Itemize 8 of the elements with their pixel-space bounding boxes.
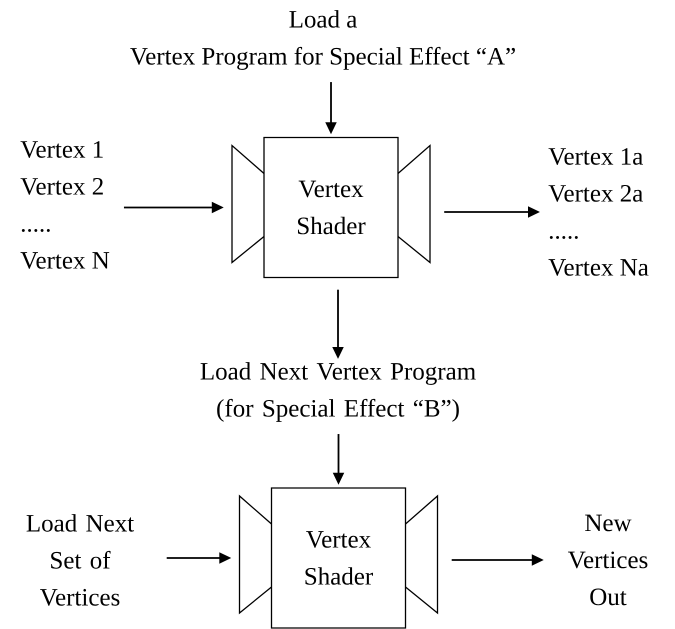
shader-block: Vertex Shader <box>231 136 431 278</box>
vertex-list: Vertex 1 Vertex 2 ..... Vertex N <box>20 141 110 269</box>
caption-text: New Vertices Out <box>568 514 648 606</box>
caption-text: Load Next Set of Vertices <box>26 514 134 606</box>
caption-text: Load a Vertex Program for Special Effect “A” <box>130 10 515 70</box>
shader-block: Vertex Shader <box>238 487 438 629</box>
vertex-list: Vertex 1a Vertex 2a ..... Vertex Na <box>548 148 648 276</box>
caption-text: Load Next Vertex Program (for Special Effect “B”) <box>200 362 476 422</box>
